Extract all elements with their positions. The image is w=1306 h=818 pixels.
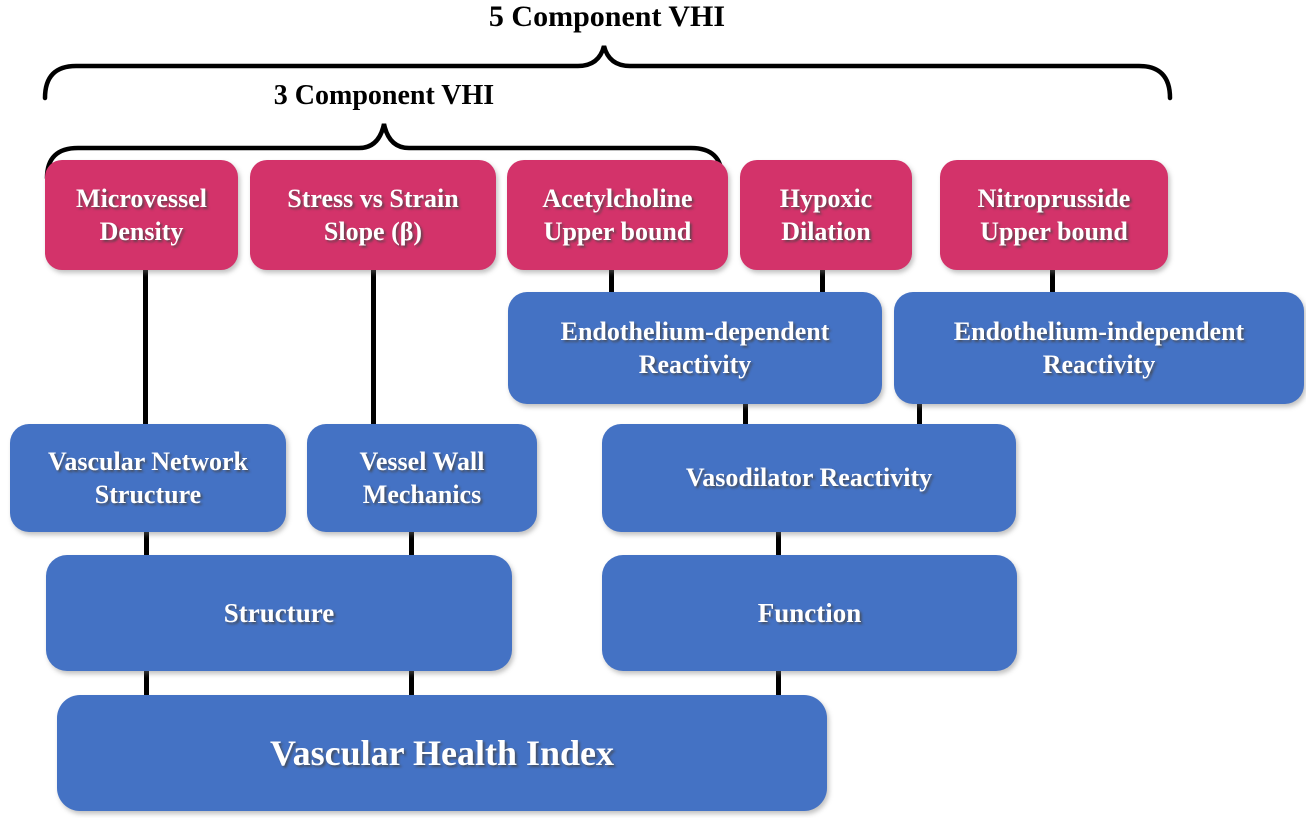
connector-structure-to-vhi-left (144, 671, 149, 695)
node-label: Function (757, 597, 862, 628)
node-endothelium-dependent-reactivity: Endothelium-dependent Reactivity (508, 292, 882, 404)
title-3-component-vhi: 3 Component VHI (273, 80, 495, 111)
node-label: Structure (223, 597, 335, 628)
node-microvessel-density: Microvessel Density (45, 160, 238, 270)
node-hypoxic-dilation: Hypoxic Dilation (740, 160, 912, 270)
node-vascular-health-index: Vascular Health Index (57, 695, 827, 811)
node-label: Vessel Wall Mechanics (359, 446, 485, 509)
node-nitroprusside-upper-bound: Nitroprusside Upper bound (940, 160, 1168, 270)
node-label: Microvessel Density (76, 183, 207, 246)
connector-vasodilator-to-function (776, 532, 781, 555)
connector-acetylcholine-to-dependent (609, 270, 614, 293)
connector-dependent-to-vasodilator (743, 404, 748, 427)
node-label: Vascular Health Index (269, 732, 615, 773)
connector-structure-to-vhi-right (409, 671, 414, 695)
node-vasodilator-reactivity: Vasodilator Reactivity (602, 424, 1016, 532)
title-5-component-vhi: 5 Component VHI (488, 0, 726, 33)
connector-stress-to-mechanics (371, 270, 376, 424)
connector-independent-to-vasodilator (917, 404, 922, 427)
node-structure: Structure (46, 555, 512, 671)
node-vascular-network-structure: Vascular Network Structure (10, 424, 286, 532)
node-vessel-wall-mechanics: Vessel Wall Mechanics (307, 424, 537, 532)
node-acetylcholine-upper-bound: Acetylcholine Upper bound (507, 160, 728, 270)
connector-microvessel-to-network (143, 270, 148, 424)
node-label: Stress vs Strain Slope (β) (287, 183, 459, 246)
connector-hypoxic-to-dependent (820, 270, 825, 293)
node-function: Function (602, 555, 1017, 671)
node-label: Acetylcholine Upper bound (542, 183, 693, 246)
connector-nitroprusside-to-independent (1050, 270, 1055, 293)
node-label: Vasodilator Reactivity (685, 463, 933, 493)
node-label: Vascular Network Structure (47, 446, 249, 509)
node-label: Hypoxic Dilation (779, 183, 873, 246)
connector-function-to-vhi (776, 671, 781, 695)
node-stress-vs-strain-slope: Stress vs Strain Slope (β) (250, 160, 496, 270)
connector-mechanics-to-structure (409, 532, 414, 555)
node-label: Nitroprusside Upper bound (977, 183, 1131, 246)
node-endothelium-independent-reactivity: Endothelium-independent Reactivity (894, 292, 1304, 404)
node-label: Endothelium-dependent Reactivity (560, 316, 830, 379)
node-label: Endothelium-independent Reactivity (953, 316, 1245, 379)
connector-network-to-structure (144, 532, 149, 555)
